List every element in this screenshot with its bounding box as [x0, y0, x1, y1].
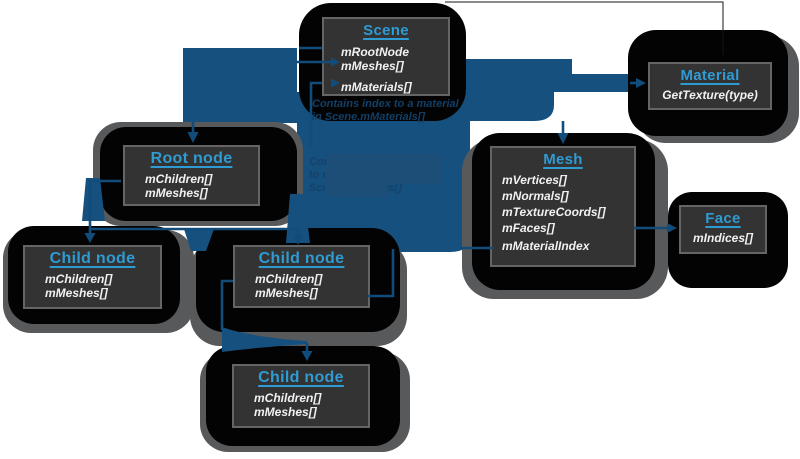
box-member: mVertices[] [502, 173, 567, 187]
box-member: mChildren[] [255, 272, 323, 286]
class-box-child-node-middle: Child node mChildren[]mMeshes[] [233, 245, 370, 308]
box-member: mIndices[] [692, 231, 753, 245]
box-member: mMeshes[] [341, 59, 404, 73]
annotation-line: in Scene.mMaterials[] [312, 111, 426, 123]
box-member: mMeshes[] [255, 286, 318, 300]
blue-overlay-rectangle [325, 184, 387, 197]
box-member: mFaces[] [502, 221, 555, 235]
box-member: mNormals[] [502, 189, 569, 203]
box-members: mChildren[]mMeshes[] [235, 272, 368, 300]
annotation-material-index: Contains index to a material in Scene.mM… [312, 98, 459, 124]
box-member: mChildren[] [45, 272, 113, 286]
box-member: mMaterials[] [341, 80, 412, 94]
box-members: mChildren[]mMeshes[] [125, 172, 258, 200]
box-title: Material [680, 67, 740, 84]
box-member: mMeshes[] [145, 186, 208, 200]
box-member: mRootNode [341, 45, 409, 59]
box-member: mChildren[] [254, 391, 322, 405]
class-box-child-node-left: Child node mChildren[]mMeshes[] [23, 245, 162, 309]
box-members: mChildren[]mMeshes[] [25, 272, 160, 300]
box-title: Child node [258, 250, 345, 267]
class-box-root-node: Root node mChildren[]mMeshes[] [123, 145, 260, 206]
box-title: Child node [49, 250, 136, 267]
class-box-mesh: Mesh mVertices[] mNormals[] mTextureCoords[… [490, 146, 636, 267]
box-member: mMeshes[] [254, 405, 317, 419]
class-box-child-node-bottom: Child node mChildren[]mMeshes[] [232, 364, 370, 428]
box-members: mVertices[] mNormals[] mTextureCoords[] mFa… [492, 172, 634, 254]
hairline-border [445, 1, 724, 55]
box-title: Mesh [543, 151, 583, 168]
blue-overlay-rectangle [326, 154, 442, 184]
annotation-line: Contains index to a material [312, 98, 459, 110]
box-members: GetTexture(type) [650, 88, 770, 102]
box-member: mChildren[] [145, 172, 213, 186]
box-members: mIndices[] [681, 231, 765, 245]
box-member: GetTexture(type) [662, 88, 758, 102]
box-member: mMaterialIndex [502, 239, 590, 253]
box-title: Child node [258, 369, 344, 386]
box-member: mTextureCoords[] [502, 205, 606, 219]
class-box-face: Face mIndices[] [679, 205, 767, 254]
box-members: mChildren[]mMeshes[] [234, 391, 368, 419]
box-title: Root node [150, 150, 233, 167]
box-title: Face [705, 210, 741, 227]
box-title: Scene [363, 22, 409, 39]
box-member: mMeshes[] [45, 286, 108, 300]
